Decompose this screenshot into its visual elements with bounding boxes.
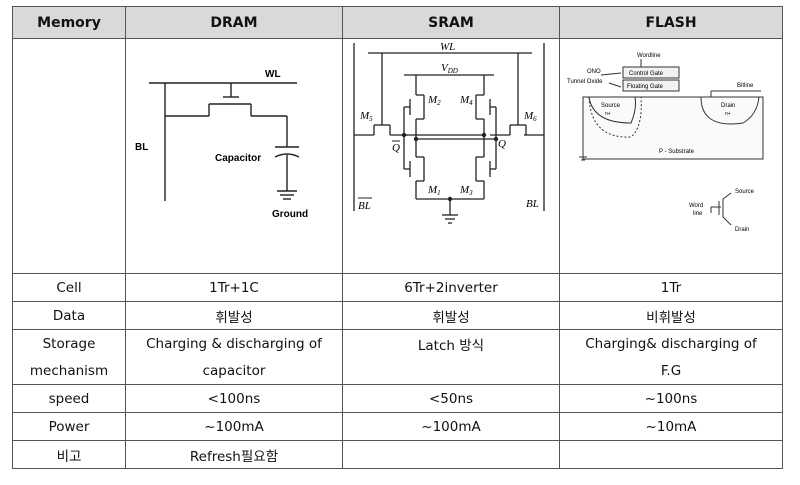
cell-row: Cell 1Tr+1C 6Tr+2inverter 1Tr	[12, 273, 783, 302]
note-flash	[559, 440, 783, 469]
flash-source-doping: n+	[605, 111, 611, 117]
sram-cell-diagram: WL VDD M5 M6 M2 M4 M1 M3 Q Q BL BL	[352, 41, 545, 224]
sram-m5-label: M	[359, 110, 370, 122]
svg-text:M5: M5	[359, 110, 373, 123]
flash-drain-label: Drain	[721, 103, 735, 109]
storage-flash-line1: Charging& discharging of	[559, 329, 783, 357]
flash-source-label: Source	[601, 103, 621, 109]
sram-m6-label: M	[523, 110, 534, 122]
storage-dram-line1: Charging & discharging of	[125, 329, 343, 357]
dram-wl-label: WL	[265, 69, 281, 80]
storage-label-line1: Storage	[12, 329, 126, 357]
speed-dram: <100ns	[125, 384, 343, 413]
power-row: Power ~100mA ~100mA ~10mA	[12, 412, 783, 441]
sram-bl-label: BL	[526, 198, 539, 210]
header-sram: SRAM	[342, 6, 560, 39]
storage-sram-empty	[342, 357, 560, 385]
header-row: Memory DRAM SRAM FLASH	[12, 6, 783, 39]
dram-bl-label: BL	[135, 142, 148, 153]
speed-sram: <50ns	[342, 384, 560, 413]
storage-row-2: mechanism capacitor F.G	[12, 357, 783, 385]
dram-diagram-cell: WL BL Capacitor Ground	[125, 38, 343, 274]
svg-text:M1: M1	[427, 184, 441, 197]
sram-wl-label: WL	[440, 41, 455, 53]
flash-diagram-cell: Wordline ONO Tunnel Oxide Control Gate F…	[559, 38, 783, 274]
sram-m2-label: M	[427, 94, 438, 106]
dram-ground-label: Ground	[272, 209, 308, 220]
data-dram: 휘발성	[125, 301, 343, 330]
header-dram: DRAM	[125, 6, 343, 39]
flash-bitline-label: Bitline	[737, 83, 754, 89]
sram-m2-subscript: 2	[437, 99, 441, 107]
sram-m1-subscript: 1	[437, 189, 441, 197]
flash-floating-gate-label: Floating Gate	[627, 84, 664, 90]
flash-tunnel-oxide-label: Tunnel Oxide	[567, 79, 603, 85]
flash-symbol-word-label: Word	[689, 203, 703, 209]
note-dram: Refresh필요함	[125, 440, 343, 469]
cell-dram: 1Tr+1C	[125, 273, 343, 302]
flash-symbol-line-label: line	[693, 211, 703, 217]
storage-label-line2: mechanism	[12, 357, 126, 385]
diagram-row: WL BL Capacitor Ground	[12, 38, 783, 274]
svg-text:M4: M4	[459, 94, 473, 107]
header-memory: Memory	[12, 6, 126, 39]
sram-diagram-cell: WL VDD M5 M6 M2 M4 M1 M3 Q Q BL BL	[342, 38, 560, 274]
cell-sram: 6Tr+2inverter	[342, 273, 560, 302]
speed-flash: ~100ns	[559, 384, 783, 413]
data-label: Data	[12, 301, 126, 330]
svg-text:M3: M3	[459, 184, 473, 197]
sram-m1-label: M	[427, 184, 438, 196]
memory-comparison-table: Memory DRAM SRAM FLASH	[12, 6, 783, 469]
svg-text:VDD: VDD	[441, 62, 458, 75]
flash-drain-doping: n+	[725, 111, 731, 117]
power-label: Power	[12, 412, 126, 441]
sram-m5-subscript: 5	[369, 115, 373, 123]
data-flash: 비휘발성	[559, 301, 783, 330]
flash-wordline-label: Wordline	[637, 53, 661, 59]
sram-blbar-label: BL	[358, 200, 371, 212]
storage-row-1: Storage Charging & discharging of Latch …	[12, 329, 783, 357]
flash-ono-label: ONO	[587, 69, 601, 75]
speed-row: speed <100ns <50ns ~100ns	[12, 384, 783, 413]
diagram-label-cell	[12, 38, 126, 274]
sram-m3-label: M	[459, 184, 470, 196]
sram-m6-subscript: 6	[533, 115, 537, 123]
storage-dram-line2: capacitor	[125, 357, 343, 385]
sram-vdd-label: V	[441, 62, 449, 74]
dram-capacitor-label: Capacitor	[215, 153, 261, 164]
cell-flash: 1Tr	[559, 273, 783, 302]
power-dram: ~100mA	[125, 412, 343, 441]
dram-cell-diagram: WL BL Capacitor Ground	[135, 69, 308, 220]
data-row: Data 휘발성 휘발성 비휘발성	[12, 301, 783, 330]
storage-sram: Latch 방식	[342, 329, 560, 357]
svg-text:M2: M2	[427, 94, 441, 107]
sram-q-label: Q	[498, 138, 506, 150]
sram-qbar-label: Q	[392, 142, 400, 154]
sram-m3-subscript: 3	[468, 189, 473, 197]
flash-symbol-source-label: Source	[735, 189, 755, 195]
flash-substrate-label: P - Substrate	[659, 149, 695, 155]
note-row: 비고 Refresh필요함	[12, 440, 783, 469]
sram-vdd-subscript: DD	[446, 67, 457, 75]
header-flash: FLASH	[559, 6, 783, 39]
note-sram	[342, 440, 560, 469]
flash-symbol-drain-label: Drain	[735, 227, 749, 233]
power-sram: ~100mA	[342, 412, 560, 441]
flash-control-gate-label: Control Gate	[629, 71, 664, 77]
speed-label: speed	[12, 384, 126, 413]
storage-flash-line2: F.G	[559, 357, 783, 385]
sram-m4-subscript: 4	[469, 99, 473, 107]
power-flash: ~10mA	[559, 412, 783, 441]
note-label: 비고	[12, 440, 126, 469]
cell-label: Cell	[12, 273, 126, 302]
svg-text:M6: M6	[523, 110, 537, 123]
flash-cell-diagram: Wordline ONO Tunnel Oxide Control Gate F…	[567, 53, 764, 233]
sram-m4-label: M	[459, 94, 470, 106]
data-sram: 휘발성	[342, 301, 560, 330]
